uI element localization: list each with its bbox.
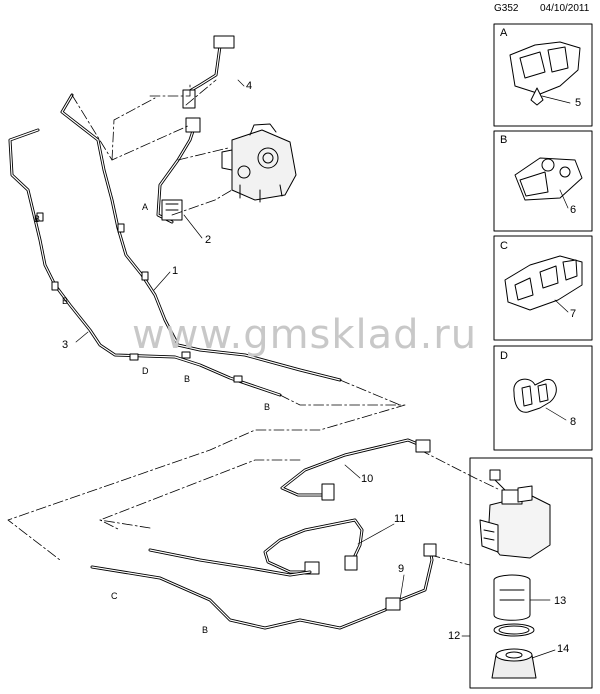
clip-marker-a: A xyxy=(142,202,149,212)
callout-9: 9 xyxy=(398,563,405,575)
clip-b-drawing xyxy=(514,157,583,201)
clip-c-drawing xyxy=(504,255,583,311)
injection-pump xyxy=(221,123,297,203)
clip-marker-c: C xyxy=(111,591,118,601)
fuel-pipe-2 xyxy=(156,117,201,224)
callout-leader-lines xyxy=(75,79,571,659)
detail-box-c-letter: C xyxy=(500,240,508,252)
detail-box-b-letter: B xyxy=(500,134,508,146)
callout-3: 3 xyxy=(62,339,69,351)
pipe-clips xyxy=(36,212,243,383)
callout-5: 5 xyxy=(575,97,582,109)
clip-marker-b5: B xyxy=(202,625,209,635)
clip-marker-b2: B xyxy=(62,296,69,306)
clip-d-drawing xyxy=(513,378,557,413)
callout-8: 8 xyxy=(570,416,577,428)
drawing-date: 04/10/2011 xyxy=(540,3,590,14)
fuel-filter-assembly xyxy=(479,469,551,679)
callout-6: 6 xyxy=(570,204,577,216)
clip-marker-b4: B xyxy=(264,402,271,412)
detail-box-frames xyxy=(469,23,593,689)
callout-7: 7 xyxy=(570,308,577,320)
clip-marker-d: D xyxy=(142,366,149,376)
callout-13: 13 xyxy=(554,595,567,607)
watermark: www.gmsklad.ru xyxy=(132,312,478,358)
clip-a-drawing xyxy=(509,41,581,106)
fuel-pipe-4 xyxy=(182,35,235,109)
detail-box-a-letter: A xyxy=(500,27,508,39)
callout-10: 10 xyxy=(361,473,374,485)
callout-1: 1 xyxy=(172,265,179,277)
callout-14: 14 xyxy=(557,643,570,655)
callout-4: 4 xyxy=(246,80,253,92)
fuel-pipe-lower xyxy=(90,543,437,630)
fuel-pipe-3 xyxy=(8,128,282,397)
callout-12: 12 xyxy=(448,630,461,642)
callout-11: 11 xyxy=(394,513,406,525)
drawing-code: G352 xyxy=(494,3,519,14)
fuel-pipe-10 xyxy=(280,438,431,501)
detail-box-d-letter: D xyxy=(500,350,508,362)
clip-marker-b3: B xyxy=(184,374,191,384)
clip-marker-b1: B xyxy=(34,214,41,224)
dash-dot-connectors xyxy=(7,79,501,566)
callout-2: 2 xyxy=(205,234,212,246)
fuel-pipe-11 xyxy=(263,518,364,575)
